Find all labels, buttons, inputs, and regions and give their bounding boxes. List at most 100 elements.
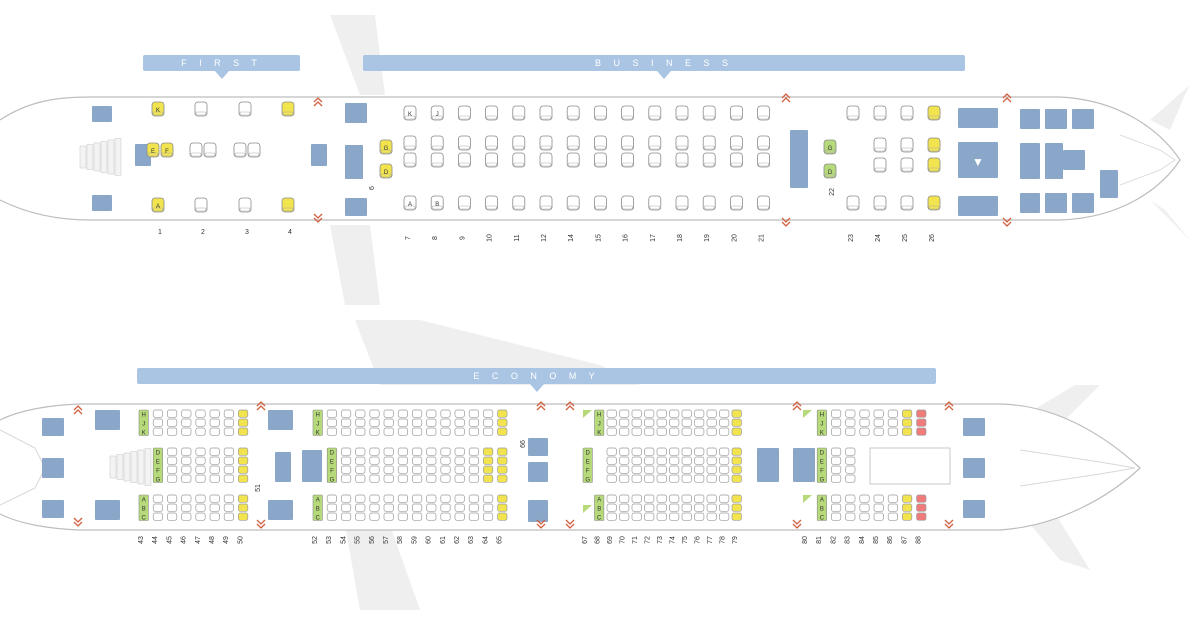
- business-seat-k: [702, 105, 716, 121]
- business-rear-seat-top-arm: [874, 115, 886, 120]
- upper-tail-cone-lines: [1119, 134, 1176, 186]
- business-seat-a-arm: [676, 205, 688, 210]
- first-seat-letter-mid-left: E: [151, 149, 155, 155]
- economy-seat-center: [238, 474, 249, 483]
- exit-lower-3-bottom-shape: [536, 519, 546, 529]
- economy-seat-top: [454, 409, 465, 418]
- economy-seat-center: [397, 456, 408, 465]
- economy-seat-center: [341, 447, 352, 456]
- economy-seat-center: [497, 465, 508, 474]
- economy-row-51-number: 51: [255, 484, 262, 492]
- lower-stair-step: [123, 452, 131, 482]
- economy-seat-bottom: [326, 503, 337, 512]
- economy-seat-bottom: [152, 503, 163, 512]
- business-seat-e-cushion: [566, 135, 580, 151]
- economy-seat-top: [644, 427, 655, 436]
- economy-seat-bottom: [468, 503, 479, 512]
- economy-sec2-defg-letter: G: [330, 478, 335, 484]
- first-seat-bottom: [281, 197, 295, 213]
- economy-seat-bottom: [631, 503, 642, 512]
- first-seat-mid-right: [203, 142, 217, 158]
- economy-seat-top: [440, 409, 451, 418]
- business-seat-e: [512, 135, 526, 151]
- economy-seat-center: [606, 447, 617, 456]
- business-seat-k: [621, 105, 634, 121]
- economy-seat-top: [181, 409, 192, 418]
- business-seat-a-cushion: [702, 195, 716, 211]
- economy-seat-center: [644, 465, 655, 474]
- economy-seat-top: [644, 409, 655, 418]
- business-seat-a-cushion: [430, 195, 444, 211]
- economy-seat-bottom: [341, 503, 352, 512]
- economy-seat-top: [669, 409, 680, 418]
- business-seat-e: [621, 135, 634, 151]
- business-seat-k: [512, 105, 526, 121]
- economy-seat-center: [644, 456, 655, 465]
- business-rear-seat-top-cushion: [900, 105, 914, 121]
- upper-galley-5: [1063, 150, 1085, 170]
- first-seat-bottom-cushion: [151, 197, 165, 213]
- business-seat-f: [457, 152, 471, 168]
- economy-seat-top: [483, 409, 494, 418]
- economy-sec1-abc-bg: [138, 494, 149, 521]
- business-rear-seat-top-cushion: [846, 105, 860, 121]
- economy-row-number: 79: [732, 536, 739, 544]
- economy-seat-center: [412, 456, 423, 465]
- economy-seat-center: [454, 447, 465, 456]
- economy-seat-center: [412, 447, 423, 456]
- economy-row-number: 75: [682, 536, 689, 544]
- economy-sec3-tri-top: [583, 410, 592, 418]
- business-seat-a-cushion: [594, 195, 607, 211]
- business-seat-f-cushion: [648, 152, 662, 168]
- business-seat-k-arm: [595, 115, 606, 120]
- economy-seat-top: [152, 427, 163, 436]
- economy-seat-center: [369, 474, 380, 483]
- economy-row-number: 58: [397, 536, 404, 544]
- economy-seat-center: [369, 447, 380, 456]
- economy-row-number: 49: [223, 536, 230, 544]
- economy-seat-center: [483, 456, 494, 465]
- business-seat-e-cushion: [675, 135, 689, 151]
- economy-row-number: 44: [152, 536, 159, 544]
- economy-sec3-defg-letter: F: [586, 469, 590, 475]
- business-seat-e: [566, 135, 580, 151]
- economy-seat-center: [619, 474, 630, 483]
- exit-upper-3-bottom: [1002, 217, 1012, 227]
- business-seat-a: [757, 195, 770, 211]
- economy-sec3-defg-letter: G: [585, 478, 590, 484]
- economy-seat-bottom: [831, 512, 842, 521]
- upper-closet-3: [958, 196, 998, 216]
- economy-seat-top: [412, 409, 423, 418]
- economy-seat-bottom: [440, 494, 451, 503]
- business-rear-seat-mid2: [900, 157, 914, 173]
- economy-seat-top: [831, 418, 842, 427]
- business-rear-seat-top: [927, 105, 941, 121]
- economy-seat-top: [209, 409, 220, 418]
- economy-seat-center: [341, 456, 352, 465]
- economy-seat-center: [694, 465, 705, 474]
- first-seat-mid-right: [247, 142, 261, 158]
- lower-tail-lines: [1019, 449, 1136, 487]
- business-seat-e-arm: [703, 145, 715, 150]
- exit-lower-4-top: [565, 401, 575, 411]
- economy-seat-bottom: [440, 512, 451, 521]
- business-seat-k: [457, 105, 471, 121]
- economy-seat-top: [681, 427, 692, 436]
- economy-seat-center: [412, 465, 423, 474]
- lower-lavatory-7: [268, 500, 293, 520]
- upper-lavatory-7: [1020, 143, 1040, 179]
- first-seat-top-cushion: [194, 101, 208, 117]
- economy-seat-center: [238, 465, 249, 474]
- economy-seat-top: [383, 418, 394, 427]
- economy-seat-center: [468, 456, 479, 465]
- business-seat-e: [675, 135, 689, 151]
- economy-seat-center: [483, 447, 494, 456]
- economy-seat-center: [606, 474, 617, 483]
- lower-galley-2: [302, 450, 322, 482]
- lower-lavatory-2: [42, 458, 64, 478]
- economy-sec2-abc-letter: A: [316, 498, 320, 504]
- business-seat-k: [648, 105, 662, 121]
- economy-seat-center: [397, 447, 408, 456]
- business-seat-22g: [823, 139, 837, 155]
- business-seat-f-cushion: [403, 152, 417, 168]
